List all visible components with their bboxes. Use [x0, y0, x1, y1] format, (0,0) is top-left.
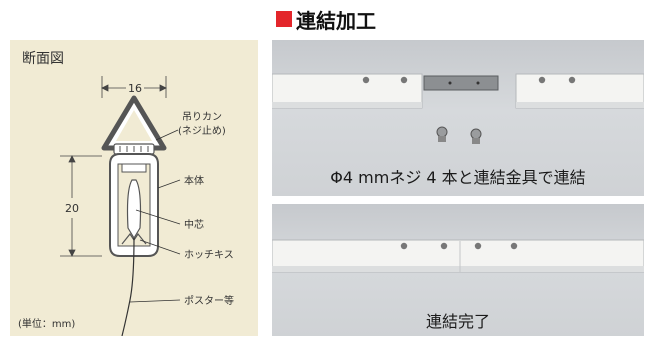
poster-label: ポスター等 — [184, 294, 234, 307]
leader-lines — [129, 129, 181, 303]
section-heading: 連結加工 — [276, 6, 376, 33]
hook-label: 吊りカン — [182, 111, 222, 123]
connection-photo: Φ4 mmネジ 4 本と連結金具で連結 — [272, 40, 644, 196]
staple-label: ホッチキス — [184, 249, 234, 261]
cross-section-panel: 16 20 — [10, 40, 258, 336]
rail-body-profile — [109, 153, 159, 257]
completed-photo: 連結完了 — [272, 204, 644, 336]
heading-marker — [276, 11, 292, 27]
width-dimension — [101, 76, 167, 98]
unit-note: (単位：mm) — [18, 319, 76, 330]
height-dimension — [60, 155, 102, 257]
cross-section-diagram: 16 20 — [60, 76, 234, 336]
cross-section-title: 断面図 — [22, 51, 64, 67]
completed-photo-scene — [272, 239, 644, 273]
body-label: 本体 — [184, 174, 204, 187]
hanging-hook — [101, 95, 167, 155]
hook-note-label: (ネジ止め) — [178, 125, 226, 137]
connection-caption: Φ4 mmネジ 4 本と連結金具で連結 — [330, 168, 586, 187]
poster-sheet — [121, 237, 135, 336]
height-value: 20 — [65, 202, 79, 215]
core-label: 中芯 — [184, 218, 204, 231]
completed-caption: 連結完了 — [425, 312, 490, 331]
width-value: 16 — [128, 82, 142, 95]
connection-photo-scene — [272, 73, 644, 144]
heading-text: 連結加工 — [296, 8, 376, 33]
